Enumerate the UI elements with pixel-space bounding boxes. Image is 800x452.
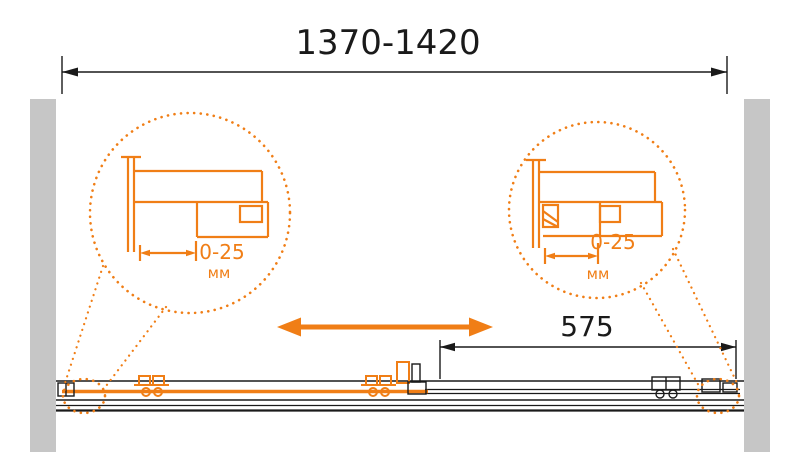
right-adjust-arrow-left bbox=[545, 252, 555, 260]
right-wall bbox=[744, 99, 770, 452]
left-leader-lines bbox=[63, 264, 168, 392]
right-unit-label: мм bbox=[587, 265, 610, 283]
left-detail-circle bbox=[88, 111, 292, 315]
top-dim-arrow-right bbox=[711, 67, 727, 77]
left-end-cap bbox=[57, 382, 75, 397]
right-adjust-arrow-right bbox=[588, 252, 598, 260]
right-detail-circle bbox=[507, 120, 687, 300]
panel-dim-arrow-right bbox=[721, 342, 736, 352]
top-dimension-label: 1370-1420 bbox=[295, 23, 480, 63]
right-roller-bracket bbox=[651, 376, 681, 399]
top-dim-arrow-left bbox=[62, 67, 78, 77]
top-dimension bbox=[61, 56, 728, 94]
right-leader-lines bbox=[639, 247, 739, 388]
left-roller-bracket bbox=[134, 375, 169, 397]
left-wall bbox=[30, 99, 56, 452]
left-adjust-arrow-right bbox=[186, 249, 196, 257]
panel-dim-arrow-left bbox=[440, 342, 455, 352]
right-adjustment-label: 0-25 bbox=[590, 230, 635, 254]
center-fixed-bracket bbox=[407, 363, 427, 395]
slide-direction-arrow bbox=[277, 317, 493, 337]
left-unit-label: мм bbox=[208, 264, 231, 282]
left-profile-section bbox=[121, 155, 270, 261]
panel-dimension bbox=[439, 340, 737, 379]
track-assembly bbox=[56, 380, 744, 412]
right-callout-source-circle bbox=[695, 377, 741, 415]
right-profile-section bbox=[526, 158, 664, 264]
left-callout-source-circle bbox=[61, 377, 107, 415]
center-roller-bracket bbox=[361, 361, 410, 397]
left-adjust-arrow-left bbox=[140, 249, 150, 257]
panel-dimension-label: 575 bbox=[560, 310, 613, 343]
left-adjustment-label: 0-25 bbox=[199, 240, 244, 264]
